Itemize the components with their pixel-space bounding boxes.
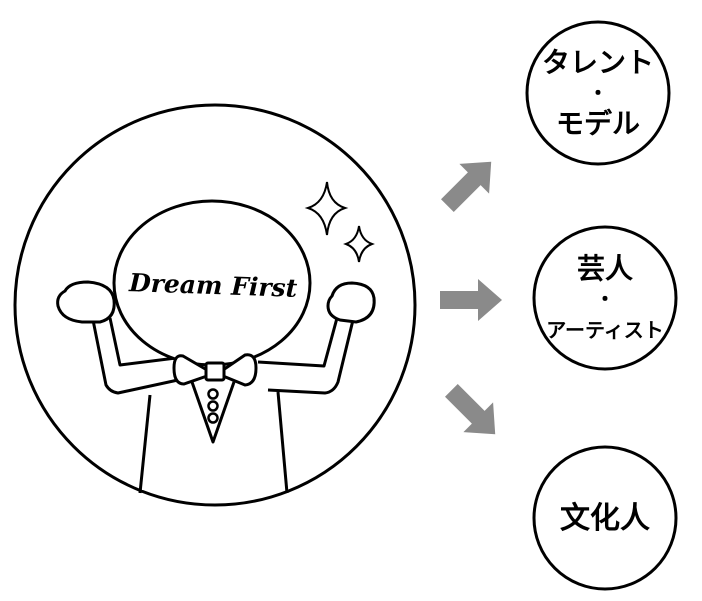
bowtie-right-wing [221,353,258,387]
shirt-button-1 [207,388,219,400]
mascot-right-arm [267,319,355,395]
target-line: ・ [595,287,615,311]
target-line: アーティスト [546,318,664,342]
target-line: ・ [588,81,608,105]
arrow-right-icon [440,279,502,321]
shirt-button-2 [207,400,219,412]
mascot-body-right-side [276,391,289,494]
mascot-left-arm [91,319,179,395]
target-talent-model: タレント ・ モデル [525,20,671,166]
target-intellectual: 文化人 [532,445,678,591]
mascot-body-left-side [138,394,152,494]
arrow-down-right-icon [445,384,496,435]
target-line: タレント [542,46,654,79]
target-circle [532,225,678,371]
bowtie-knot [204,361,226,382]
mascot-group: Dream First [13,103,417,507]
arrow-up-right-icon [441,161,492,212]
mascot-left-arm-inner [108,317,177,367]
mascot-frame-circle [13,103,417,507]
mascot-shirt-v [190,381,236,444]
target-comedian-artist: 芸人 ・ アーティスト [532,225,678,371]
mascot-right-fist [326,281,376,324]
sparkle-icon [304,181,349,236]
mascot-logo-text: Dream First [128,268,299,303]
target-line: 芸人 [577,252,633,285]
arrows-group [440,161,502,435]
sparkle-icon [343,225,375,263]
bowtie-left-wing [172,354,209,386]
target-circle [532,445,678,591]
mascot-right-arm-inner [257,317,339,368]
target-line: モデル [556,107,640,140]
target-line: 文化人 [560,501,650,536]
shirt-button-3 [207,412,219,424]
target-circle [525,20,671,166]
mascot-left-fist [56,280,116,324]
